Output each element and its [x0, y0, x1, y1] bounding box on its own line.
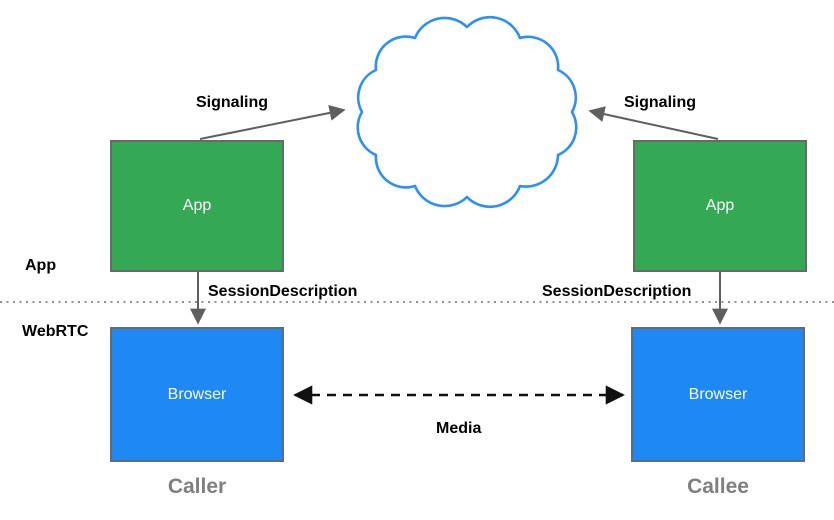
node-app-caller-label: App: [182, 197, 212, 214]
layer-label-webrtc: WebRTC: [22, 323, 89, 340]
signaling-cloud: [356, 15, 578, 209]
session-description-label-caller: SessionDescription: [208, 283, 358, 300]
node-browser-callee: Browser: [631, 327, 805, 462]
node-app-callee: App: [633, 140, 807, 272]
caller-label: Caller: [167, 475, 227, 498]
callee-label: Callee: [687, 475, 749, 498]
signaling-label-caller: Signaling: [196, 94, 268, 111]
signaling-arrow-callee: [588, 106, 719, 140]
signaling-arrow-caller: [199, 105, 346, 140]
node-browser-callee-label: Browser: [688, 385, 748, 403]
media-label: Media: [436, 420, 482, 437]
node-browser-caller: Browser: [110, 327, 284, 462]
signaling-label-callee: Signaling: [624, 94, 696, 111]
node-browser-caller-label: Browser: [167, 385, 227, 403]
layer-label-app: App: [25, 257, 57, 274]
node-app-caller: App: [110, 140, 284, 272]
session-description-label-callee: SessionDescription: [542, 283, 692, 300]
node-app-callee-label: App: [705, 197, 735, 214]
